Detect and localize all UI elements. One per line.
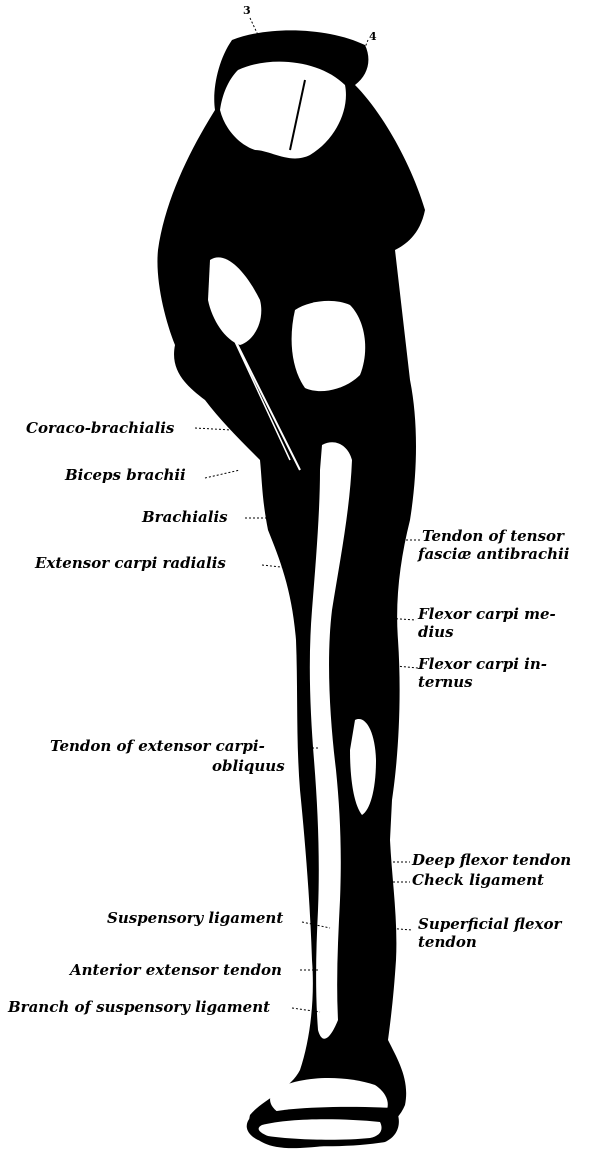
- label-brachialis: Brachialis: [142, 509, 228, 526]
- label-tendon-tensor-1: Tendon of tensor: [422, 528, 564, 545]
- label-branch-suspensory-ligament: Branch of suspensory ligament: [8, 999, 270, 1016]
- joint-highlight: [292, 301, 366, 391]
- label-flexor-carpi-medius-1: Flexor carpi me-: [418, 606, 556, 623]
- label-deep-flexor-tendon: Deep flexor tendon: [412, 852, 571, 869]
- label-suspensory-ligament: Suspensory ligament: [107, 910, 283, 927]
- label-anterior-extensor-tendon: Anterior extensor tendon: [70, 962, 282, 979]
- coronet-highlight: [259, 1119, 382, 1139]
- label-tendon-extensor-carpi-obliquus-1: Tendon of extensor carpi-: [50, 738, 265, 755]
- leader-line: [195, 428, 232, 430]
- leader-line: [205, 470, 240, 478]
- label-superficial-flexor-tendon-1: Superficial flexor: [418, 916, 561, 933]
- label-coraco-brachialis: Coraco-brachialis: [26, 420, 174, 437]
- leader-line: [250, 18, 258, 35]
- label-tendon-tensor-2: fasciæ antibrachii: [418, 546, 569, 563]
- label-biceps-brachii: Biceps brachii: [65, 467, 186, 484]
- label-superficial-flexor-tendon-2: tendon: [418, 934, 477, 951]
- label-tendon-extensor-carpi-obliquus-2: obliquus: [212, 758, 285, 775]
- shoulder-silhouette: [157, 30, 425, 1148]
- figure-number-3: 3: [243, 4, 251, 17]
- label-check-ligament: Check ligament: [412, 872, 544, 889]
- label-flexor-carpi-medius-2: dius: [418, 624, 454, 641]
- label-flexor-carpi-internus-1: Flexor carpi in-: [418, 656, 547, 673]
- label-flexor-carpi-internus-2: ternus: [418, 674, 473, 691]
- figure-number-4: 4: [369, 30, 377, 43]
- label-extensor-carpi-radialis: Extensor carpi radialis: [35, 555, 226, 572]
